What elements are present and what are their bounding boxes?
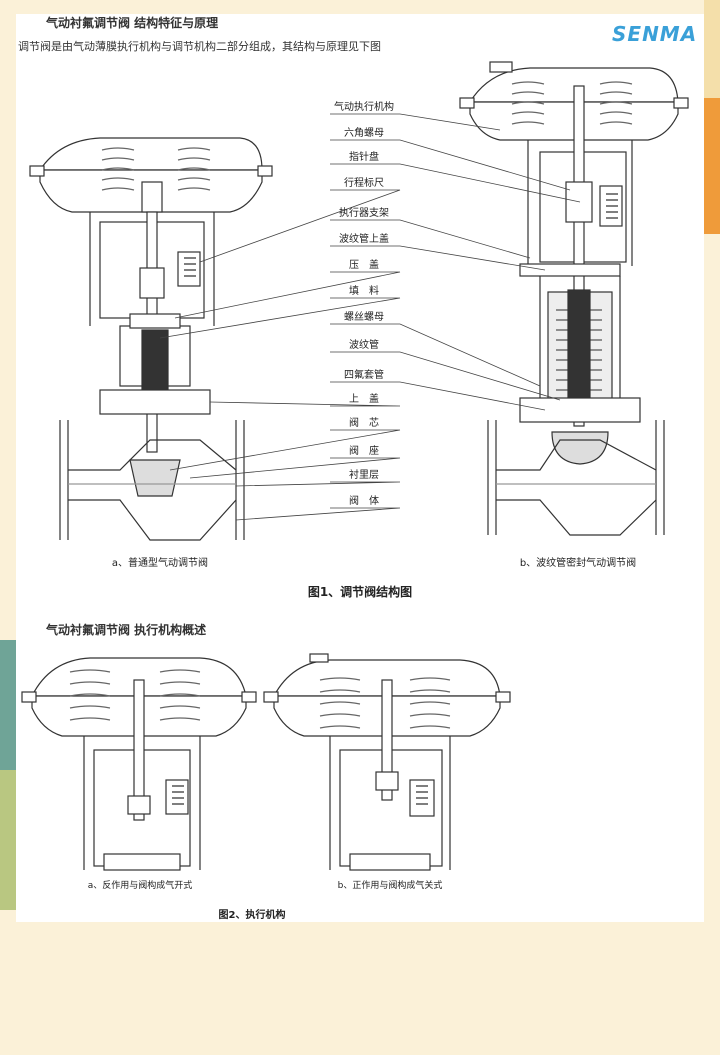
label-plug: 阀 芯 — [349, 416, 379, 429]
label-actuator: 气动执行机构 — [334, 100, 394, 113]
caption-fig2: 图2、执行机构 — [219, 908, 286, 920]
label-seat: 阀 座 — [349, 444, 379, 457]
label-bonnet: 上 盖 — [349, 392, 379, 405]
label-pointer: 指针盘 — [349, 150, 379, 163]
section-title-actuator: 气动衬氟调节阀 执行机构概述 — [46, 623, 207, 637]
caption-fig2-a: a、反作用与阀构成气开式 — [88, 879, 193, 891]
caption-fig1-b: b、波纹管密封气动调节阀 — [520, 556, 636, 569]
caption-fig2-b: b、正作用与阀构成气关式 — [338, 879, 443, 891]
label-packing: 填 料 — [349, 284, 379, 297]
label-hex-nut: 六角螺母 — [344, 127, 384, 139]
label-lining: 衬里层 — [349, 468, 379, 481]
figure2-diagram: a、反作用与阀构成气开式 b、正作用与阀构成气关式 图2、执行机构 — [21, 653, 511, 920]
actuator-b-drawing — [263, 653, 511, 871]
caption-fig1: 图1、调节阀结构图 — [308, 584, 412, 599]
valve-b-drawing — [459, 61, 689, 536]
intro-text: 调节阀是由气动薄膜执行机构与调节机构二部分组成，其结构与原理见下图 — [18, 40, 381, 53]
left-green-decor — [0, 770, 16, 910]
label-stroke-scale: 行程标尺 — [344, 176, 384, 189]
label-ptfe-sleeve: 四氟套管 — [344, 368, 384, 381]
label-bellows: 波纹管 — [349, 338, 379, 351]
label-bracket: 执行器支架 — [339, 206, 389, 219]
figure1-diagram: 气动执行机构 六角螺母 指针盘 行程标尺 执行器支架 波纹管上盖 压 盖 填 料… — [29, 61, 689, 599]
right-top-decor — [704, 0, 720, 98]
left-teal-decor — [0, 640, 16, 770]
brand-logo: SENMA — [612, 22, 698, 46]
actuator-a-drawing — [21, 657, 257, 871]
caption-fig1-a: a、普通型气动调节阀 — [112, 556, 208, 569]
section-title-structure: 气动衬氟调节阀 结构特征与原理 — [46, 16, 219, 30]
label-screw-nut: 螺丝螺母 — [344, 311, 384, 323]
label-bellows-cover: 波纹管上盖 — [339, 232, 389, 245]
valve-a-drawing — [29, 137, 273, 541]
label-gland: 压 盖 — [349, 258, 379, 271]
label-body: 阀 体 — [349, 494, 379, 507]
right-orange-decor — [704, 98, 720, 234]
